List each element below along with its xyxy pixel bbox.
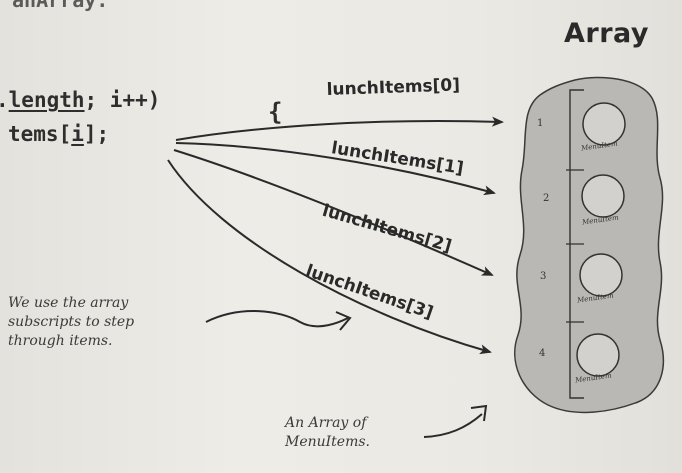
slot-index-3: 3 bbox=[540, 271, 546, 282]
arrow-note-array-of bbox=[424, 414, 482, 437]
slot-index-1: 1 bbox=[537, 118, 543, 129]
slot-index-4: 4 bbox=[539, 348, 545, 359]
note-subscripts-line-3: through items. bbox=[8, 332, 134, 351]
arrow-lunchitems-0 bbox=[176, 121, 502, 140]
note-array-of-line-2: MenuItems. bbox=[285, 433, 370, 452]
arrow-note-array-of-head bbox=[471, 406, 486, 421]
arrow-note-subscripts bbox=[206, 311, 348, 326]
arrow-lunchitems-3 bbox=[168, 160, 490, 352]
note-array-subscripts: We use the array subscripts to step thro… bbox=[8, 294, 134, 351]
menu-item-circle-4 bbox=[577, 334, 619, 376]
menu-item-circle-1 bbox=[583, 103, 625, 145]
menu-item-circle-2 bbox=[582, 175, 624, 217]
menu-item-circle-3 bbox=[580, 254, 622, 296]
slot-index-2: 2 bbox=[543, 193, 549, 204]
note-subscripts-line-2: subscripts to step bbox=[8, 313, 134, 332]
note-array-of-line-1: An Array of bbox=[285, 414, 370, 433]
note-array-of-menuitems: An Array of MenuItems. bbox=[285, 414, 370, 452]
note-subscripts-line-1: We use the array bbox=[8, 294, 134, 313]
